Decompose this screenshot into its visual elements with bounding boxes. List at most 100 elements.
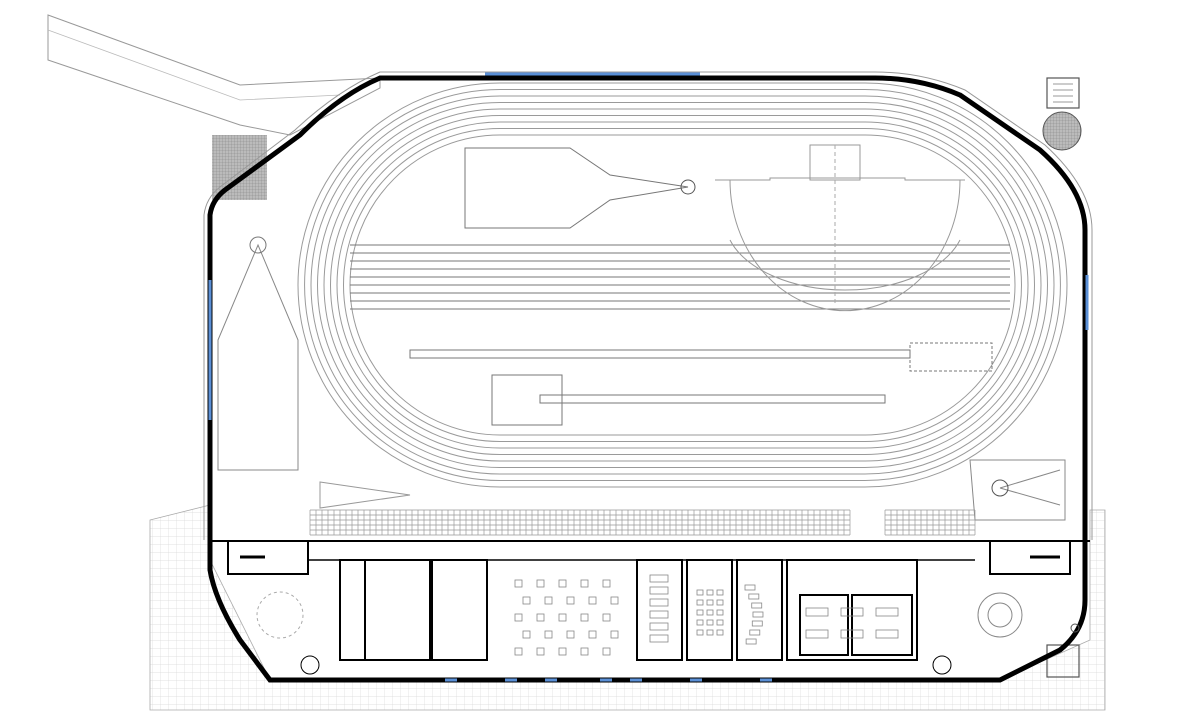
cafe-table <box>536 579 545 588</box>
lower-building-wall <box>207 540 1088 683</box>
cafe-table <box>588 596 597 605</box>
classroom-desk <box>805 629 829 639</box>
track-lane-line <box>317 102 1048 468</box>
revolving-door-left <box>300 655 320 675</box>
room <box>786 559 918 661</box>
cafe-table <box>610 630 619 639</box>
room <box>686 559 733 661</box>
track-lane-line <box>304 89 1061 481</box>
classroom-desk <box>875 629 899 639</box>
access-ramp <box>47 14 381 136</box>
room <box>431 559 488 661</box>
cafe-table <box>544 596 553 605</box>
throwing-sector <box>464 147 689 229</box>
track-lane-line <box>349 134 1016 436</box>
running-track <box>297 82 1068 488</box>
cafe-table <box>610 596 619 605</box>
furniture <box>514 574 899 656</box>
lecture-seat <box>716 629 724 636</box>
revolving-door-right <box>932 655 952 675</box>
auditorium-seat <box>752 611 764 618</box>
classroom <box>851 594 913 656</box>
bleachers <box>309 509 976 536</box>
cafe-table <box>558 647 567 656</box>
long-jump-runway <box>409 349 911 359</box>
classroom-desk <box>805 607 829 617</box>
track-lane-line <box>343 128 1022 442</box>
lecture-seat <box>706 619 714 626</box>
cafe-table <box>514 647 523 656</box>
cafe-table <box>544 630 553 639</box>
right-throwing-area <box>969 459 1066 521</box>
meeting-table <box>649 586 669 595</box>
auditorium-seat <box>749 629 761 636</box>
classroom <box>799 594 849 656</box>
track-lane-line <box>297 82 1068 488</box>
cafe-table <box>602 613 611 622</box>
building-outer-wall <box>207 75 1088 540</box>
cafe-table <box>602 579 611 588</box>
auditorium-seat <box>748 593 760 600</box>
column-marker <box>1070 623 1080 633</box>
cafe-table <box>514 579 523 588</box>
lecture-seat <box>706 629 714 636</box>
cafe-table <box>558 579 567 588</box>
classroom-desk <box>875 607 899 617</box>
throwing-circle <box>680 179 696 195</box>
round-room <box>977 592 1023 638</box>
right-throwing-circle <box>991 479 1009 497</box>
room <box>636 559 683 661</box>
cafe-table <box>514 613 523 622</box>
lecture-seat <box>696 619 704 626</box>
cafe-table <box>522 630 531 639</box>
jump-pit <box>909 342 993 372</box>
sprint-straight <box>350 244 1010 310</box>
round-room-inner <box>987 602 1013 628</box>
meeting-table <box>649 574 669 583</box>
cafe-table <box>580 647 589 656</box>
cafe-table <box>558 613 567 622</box>
cafe-table <box>566 596 575 605</box>
cafe-table <box>566 630 575 639</box>
lecture-seat <box>696 589 704 596</box>
lecture-seat <box>716 619 724 626</box>
lecture-seat <box>706 599 714 606</box>
lecture-seat <box>716 589 724 596</box>
lecture-seat <box>716 609 724 616</box>
auditorium-seat <box>744 584 756 591</box>
room <box>736 559 783 661</box>
exterior-stair <box>1046 77 1080 109</box>
pole-vault-area <box>491 374 563 426</box>
auditorium-seat <box>745 638 757 645</box>
dashed-circle <box>256 591 304 639</box>
track-lane-line <box>323 108 1042 462</box>
track-lane-line <box>330 115 1035 455</box>
lecture-seat <box>696 609 704 616</box>
room <box>364 559 431 661</box>
auditorium-seat <box>751 620 763 627</box>
round-tank <box>1042 111 1082 151</box>
ramp-edge <box>47 29 341 101</box>
lecture-seat <box>706 589 714 596</box>
auditorium-seat <box>751 602 763 609</box>
building-outer-wall-light <box>203 71 1093 540</box>
javelin-arc <box>715 177 965 291</box>
lecture-seat <box>706 609 714 616</box>
meeting-table <box>649 598 669 607</box>
meeting-table <box>649 634 669 643</box>
room <box>339 559 366 661</box>
track-lane-line <box>336 121 1029 449</box>
track-lane-line <box>310 95 1055 475</box>
lecture-seat <box>696 629 704 636</box>
javelin-runway-area <box>729 179 961 312</box>
lecture-seat <box>696 599 704 606</box>
lecture-seat <box>716 599 724 606</box>
cafe-table <box>588 630 597 639</box>
cafe-table <box>580 579 589 588</box>
cafe-table <box>602 647 611 656</box>
rooms <box>339 559 918 682</box>
meeting-table <box>649 622 669 631</box>
cafe-table <box>536 647 545 656</box>
classroom-desk <box>840 629 864 639</box>
